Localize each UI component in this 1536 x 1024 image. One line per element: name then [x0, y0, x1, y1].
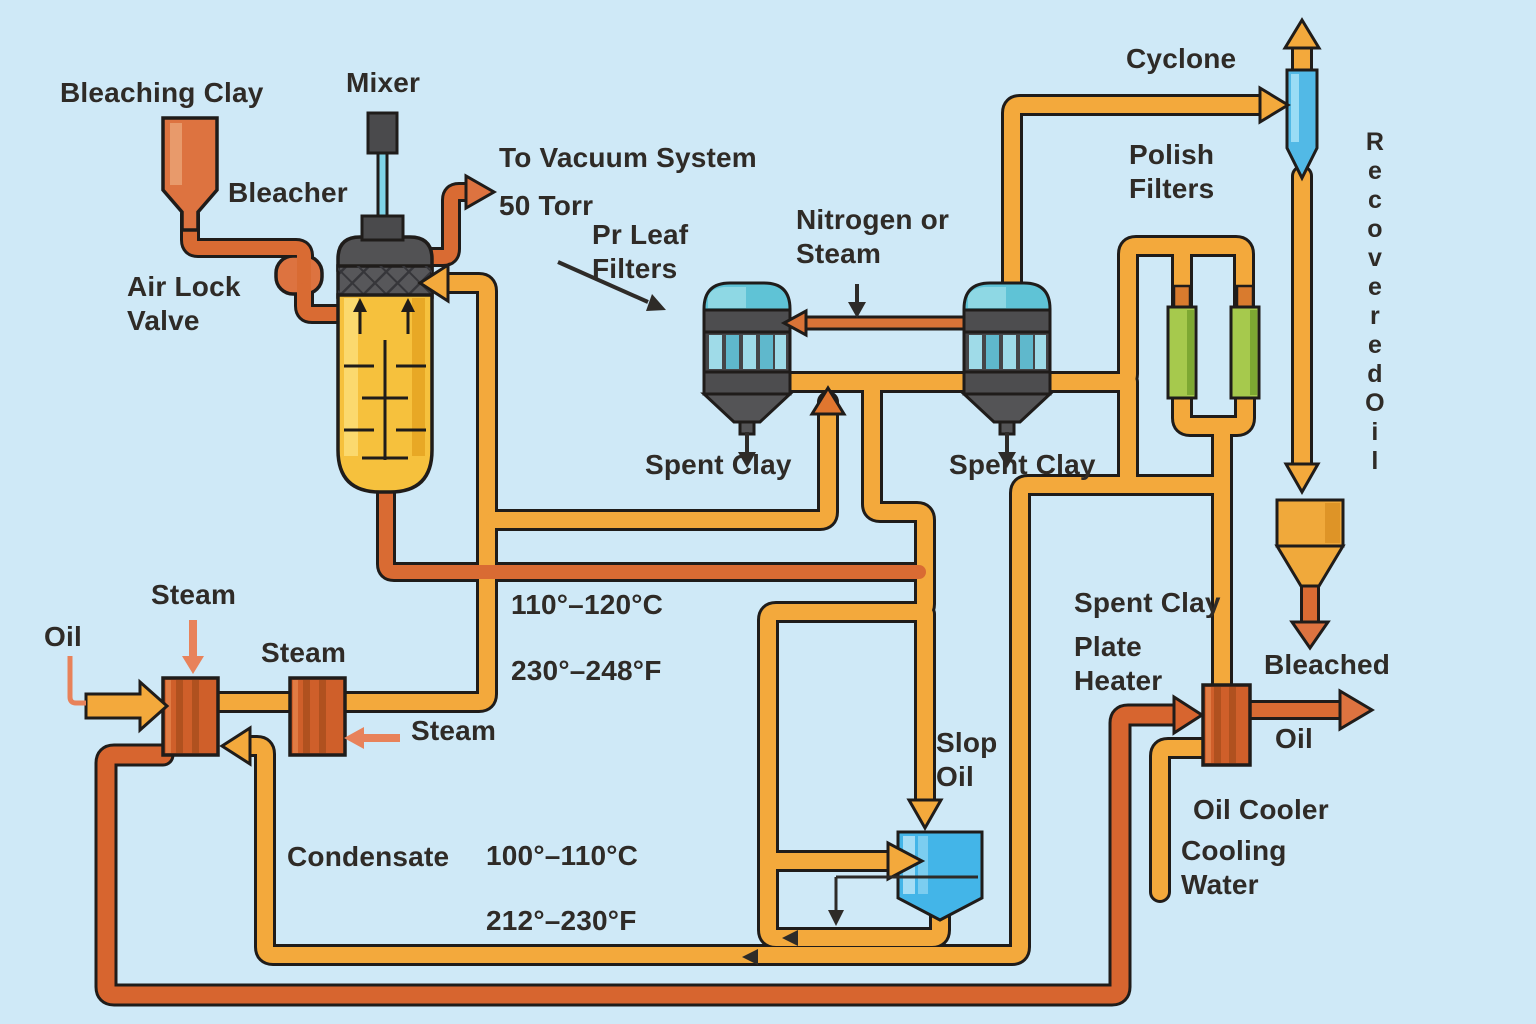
- recovered-oil-down-arrow: [1283, 462, 1321, 496]
- steam-arrow-1-body: [189, 620, 197, 658]
- cyclone-vessel: [1285, 68, 1319, 182]
- label-steam-2: Steam: [261, 637, 347, 668]
- label-temp-bleacher-f: 230°–248°F: [511, 655, 662, 686]
- polish-filter-1: [1166, 284, 1198, 400]
- label-oil-in: Oil: [44, 621, 82, 652]
- label-slop-oil: Slop Oil: [936, 727, 998, 792]
- flow-arrowheads: [84, 17, 1375, 882]
- orange-pipes: [183, 185, 1347, 717]
- mixer-motor: [366, 111, 399, 155]
- label-spent-clay-3: Spent Clay: [1074, 587, 1221, 618]
- filter-line-up-arrow: [809, 385, 847, 416]
- recovered-oil-hopper: [1274, 498, 1346, 588]
- polish-filter-2: [1229, 284, 1261, 400]
- label-temp-bleacher-c: 110°–120°C: [511, 589, 664, 620]
- flow-dir-arrow-2: [742, 949, 758, 965]
- bleacher-dome: [336, 235, 434, 272]
- steam-arrow-1-head: [182, 656, 204, 674]
- spent-clay-1-head: [738, 452, 756, 468]
- steam-heater-2: [288, 676, 347, 757]
- slop-tank-inlet-arrow: [886, 840, 926, 882]
- label-cooling-water: Cooling Water: [1181, 835, 1287, 900]
- cyclone-inlet-arrow: [1258, 85, 1291, 125]
- spent-clay-2-head: [998, 452, 1016, 468]
- leaf-filter-2: [960, 281, 1054, 436]
- oil-feed-arrow: [84, 678, 170, 734]
- steam-arrow-3-body: [362, 734, 400, 742]
- label-plate-heater: Plate Heater: [1074, 631, 1163, 696]
- label-steam-1: Steam: [151, 579, 237, 610]
- oil-inlet-tick: [67, 656, 86, 706]
- steam-arrows: [182, 620, 400, 749]
- mixer-shaft: [376, 148, 389, 227]
- bleacher-baffles: [344, 310, 426, 460]
- condensate-return-arrow: [219, 725, 252, 767]
- label-spent-clay-1: Spent Clay: [645, 449, 792, 480]
- bleacher-inlet-arrow: [417, 262, 450, 304]
- label-cyclone: Cyclone: [1126, 43, 1237, 74]
- leaf-filter-1: [700, 281, 794, 436]
- label-bleached-oil: Oil: [1275, 723, 1313, 754]
- plate-heater-inlet-arrow: [1172, 694, 1205, 736]
- label-polish-filters: Polish Filters: [1129, 139, 1215, 204]
- label-pr-leaf-filters: Pr Leaf Filters: [592, 219, 689, 284]
- label-oil-cooler: Oil Cooler: [1193, 794, 1329, 825]
- label-bleached: Bleached: [1264, 649, 1391, 680]
- yellow-pipes: [210, 38, 1310, 963]
- pr-leaf-pointer-line: [557, 260, 649, 304]
- slop-drain-head: [828, 910, 844, 926]
- mixer-collar: [360, 214, 405, 242]
- bleaching-clay-hopper: [161, 116, 219, 232]
- black-arrows: [557, 260, 1016, 965]
- flow-dir-arrow-1: [782, 930, 798, 946]
- label-condensate: Condensate: [287, 841, 450, 872]
- label-50-torr: 50 Torr: [499, 190, 594, 221]
- hopper-highlight: [170, 123, 182, 185]
- bleached-oil-arrow: [1338, 688, 1375, 732]
- plate-heater-block: [1201, 683, 1252, 767]
- vacuum-system-arrow: [464, 173, 498, 211]
- bottom-loop-pipe: [97, 706, 1183, 1004]
- label-temp-condensate-f: 212°–230°F: [486, 905, 637, 936]
- label-steam-3: Steam: [411, 715, 497, 746]
- cyclone-vent-arrow: [1282, 17, 1322, 50]
- label-bleacher: Bleacher: [228, 177, 348, 208]
- label-air-lock-valve: Air Lock Valve: [127, 271, 241, 336]
- label-temp-condensate-c: 100°–110°C: [486, 840, 639, 871]
- pr-leaf-pointer-head: [646, 294, 666, 311]
- nitrogen-down-head: [848, 302, 866, 318]
- label-mixer: Mixer: [346, 67, 421, 98]
- recovered-oil-out-arrow: [1289, 620, 1331, 651]
- steam-arrow-3-head: [344, 727, 364, 749]
- label-to-vacuum: To Vacuum System: [499, 142, 757, 173]
- nitrogen-steam-arrow: [780, 308, 808, 338]
- label-bleaching-clay: Bleaching Clay: [60, 77, 264, 108]
- steam-heater-1: [161, 676, 220, 757]
- label-recovered-oil: R e c o v e r e d O i l: [1365, 128, 1385, 475]
- bleacher-vessel: [336, 111, 434, 494]
- label-nitrogen-or-steam: Nitrogen or Steam: [796, 204, 950, 269]
- slop-tank-top-arrow: [906, 798, 944, 832]
- label-spent-clay-2: Spent Clay: [949, 449, 1096, 480]
